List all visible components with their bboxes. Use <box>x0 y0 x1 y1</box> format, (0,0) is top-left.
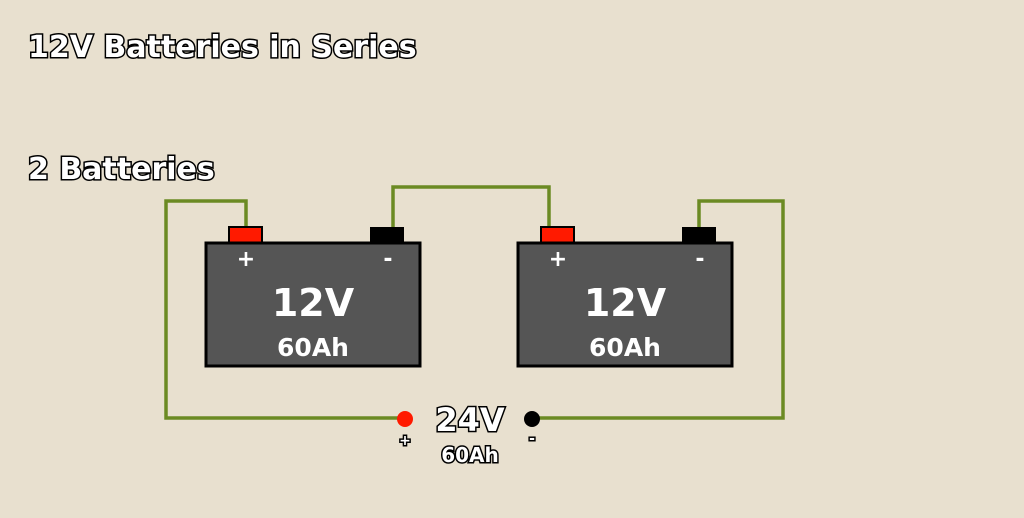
battery-voltage: 12V <box>272 281 355 325</box>
minus-label: - <box>695 247 704 272</box>
output-voltage: 24V <box>435 401 505 439</box>
page-title: 12V Batteries in Series <box>28 30 417 65</box>
output-plus-label: + <box>399 433 411 449</box>
positive-terminal <box>228 226 263 244</box>
battery-2: + - 12V 60Ah <box>516 226 734 368</box>
output-minus-label: - <box>529 431 535 447</box>
plus-label: + <box>237 247 255 272</box>
output-capacity: 60Ah <box>441 443 499 467</box>
positive-output-terminal <box>397 411 413 427</box>
negative-terminal <box>370 227 404 243</box>
wire-positive-output <box>164 199 405 420</box>
minus-label: - <box>383 247 392 272</box>
battery-capacity: 60Ah <box>589 333 661 362</box>
battery-voltage: 12V <box>584 281 667 325</box>
battery-capacity: 60Ah <box>277 333 349 362</box>
positive-terminal <box>540 226 575 244</box>
negative-terminal <box>682 227 716 243</box>
wire-series-link <box>391 185 551 228</box>
negative-output-terminal <box>524 411 540 427</box>
battery-body <box>516 241 734 368</box>
battery-1: + - 12V 60Ah <box>204 226 422 368</box>
battery-count-label: 2 Batteries <box>28 152 215 187</box>
plus-label: + <box>549 247 567 272</box>
wire-negative-output <box>532 199 785 420</box>
battery-body <box>204 241 422 368</box>
